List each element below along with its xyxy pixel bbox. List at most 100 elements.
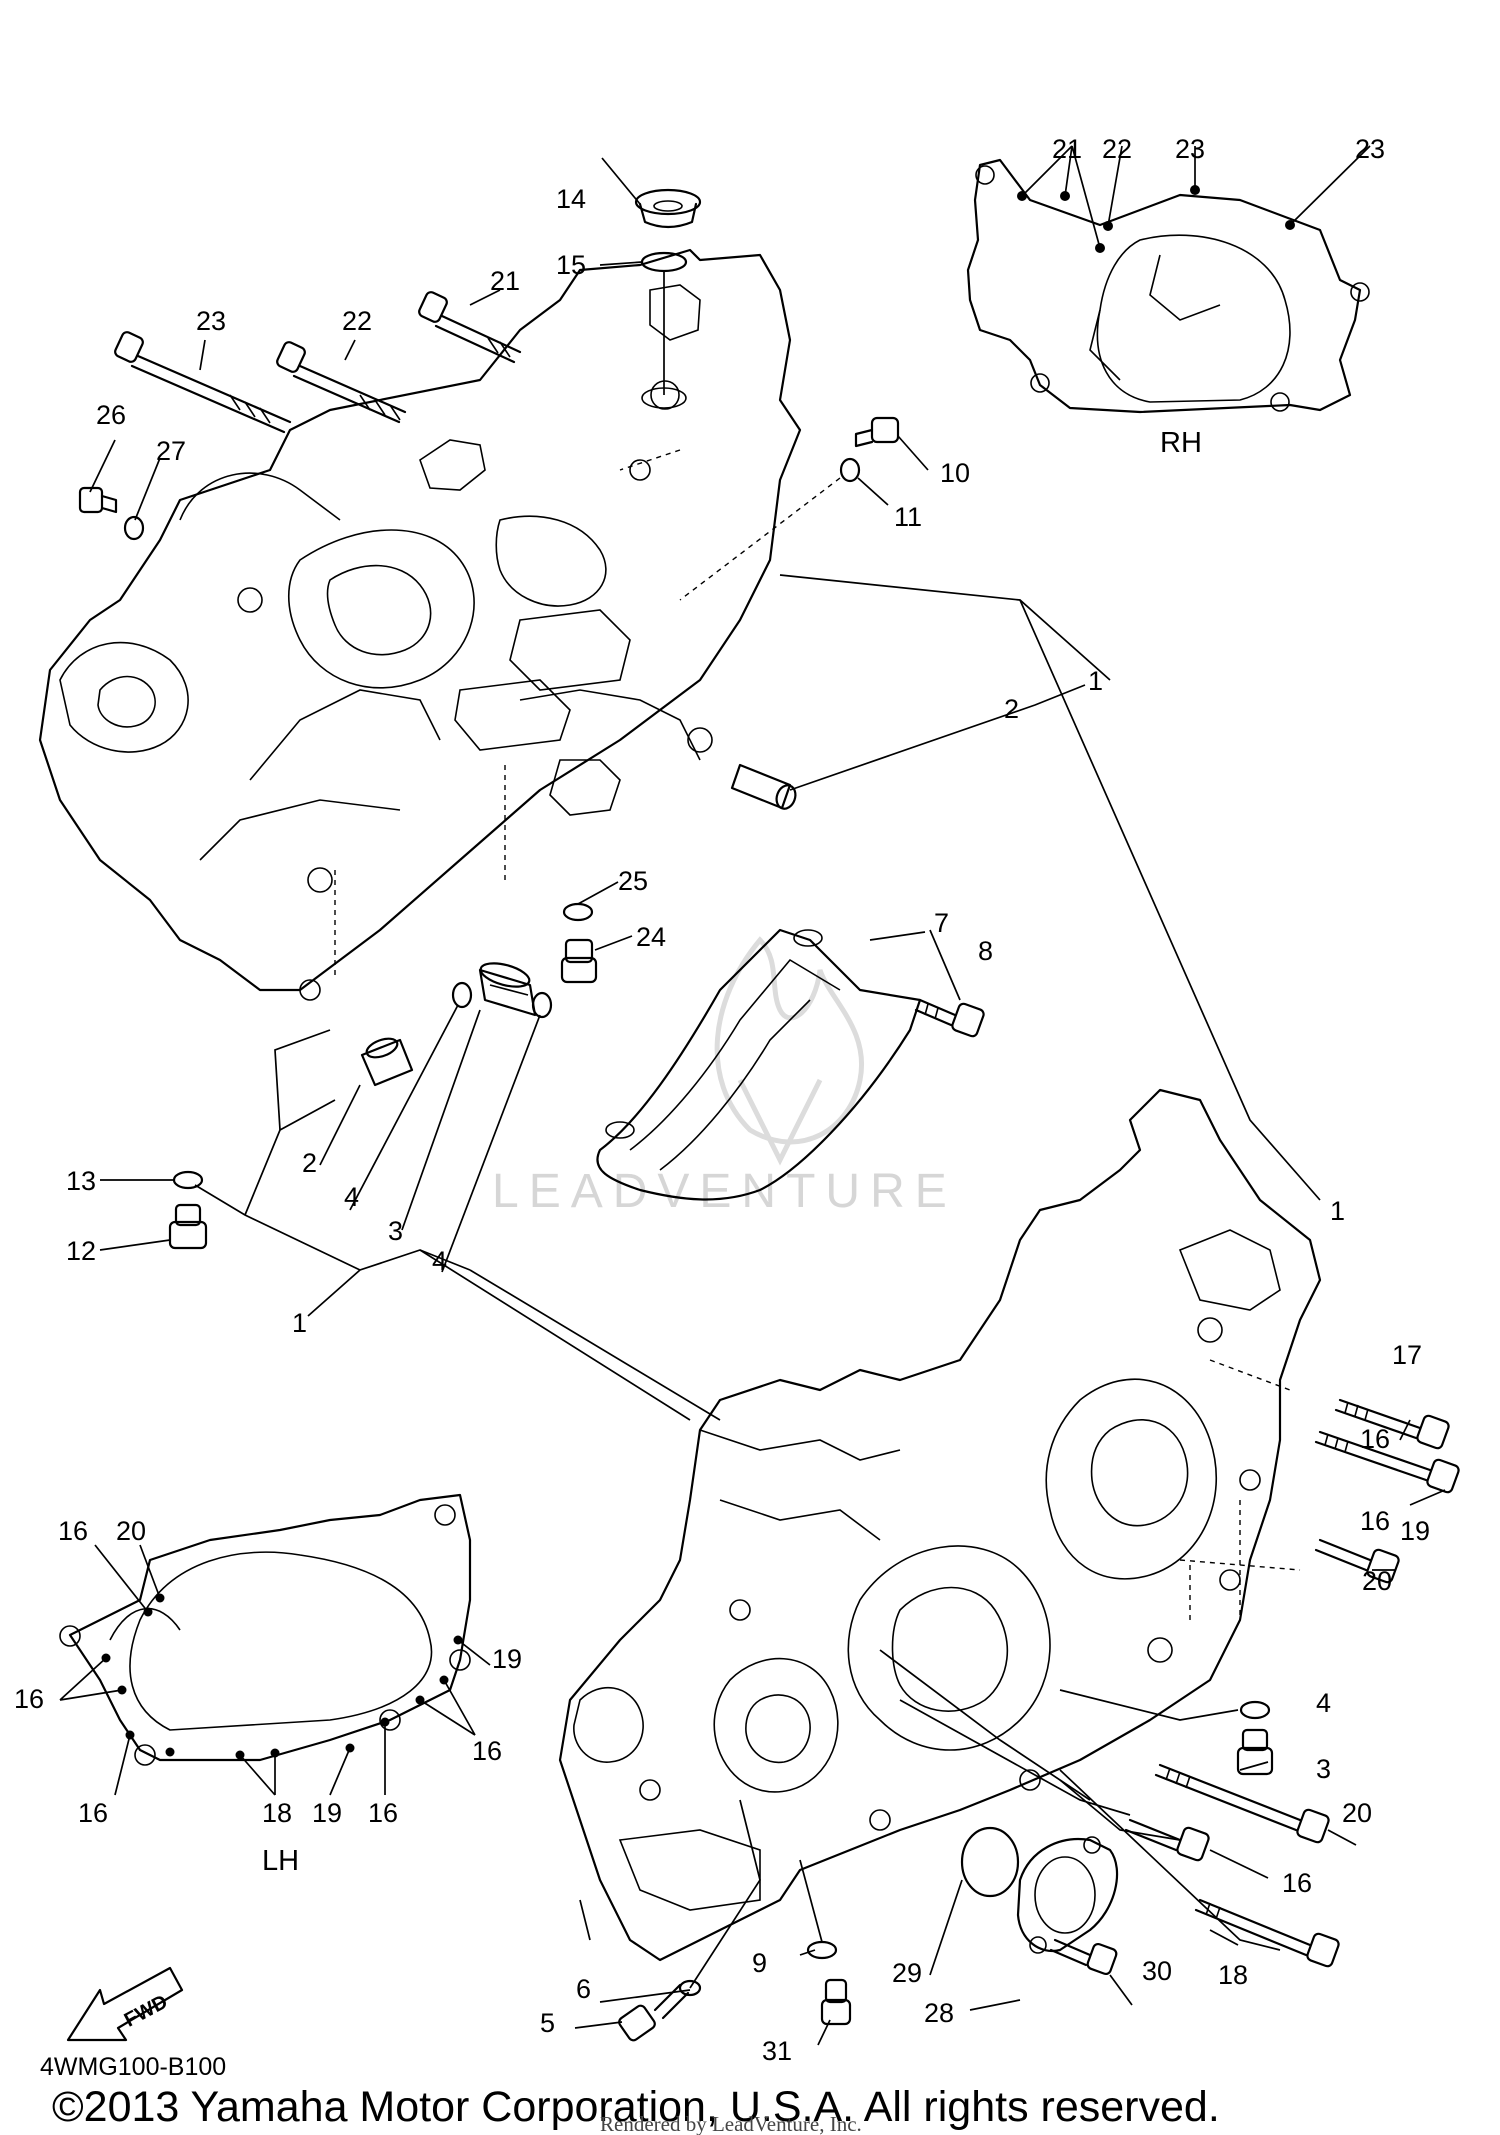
drain-plug-14-icon [634,188,702,229]
callout-23-top: 23 [196,306,226,336]
callout-9: 9 [752,1948,767,1978]
dowel-pin-2-icon [730,763,797,810]
watermark-text: LEADVENTURE [492,1165,957,1218]
callout-rh-22: 22 [1102,134,1132,164]
callout-20-right: 20 [1342,1798,1372,1828]
callout-6: 6 [576,1974,591,2004]
o-ring-29-icon [960,1826,1020,1898]
rh-label: RH [1160,427,1202,459]
lh-label: LH [262,1845,299,1877]
callout-lh-19a: 19 [492,1644,522,1674]
callout-2-top: 2 [1004,694,1019,724]
callout-18-right: 18 [1218,1960,1248,1990]
callout-10: 10 [940,458,970,488]
callout-30: 30 [1142,1956,1172,1986]
bolt-12-icon [168,1203,208,1250]
callout-1-left: 1 [292,1308,307,1338]
callout-lh-16b: 16 [14,1684,44,1714]
callout-1-top: 1 [1088,666,1103,696]
bolt-16b-icon [1124,1818,1210,1862]
callout-15: 15 [556,250,586,280]
pipe-3-icon [478,962,537,1017]
washer-4-right-icon [1239,1700,1271,1720]
callout-2-left: 2 [302,1148,317,1178]
diagram-code: 4WMG100-B100 [40,2053,226,2081]
bolt-31-icon [820,1978,852,2026]
strainer-cover-7-icon [596,928,922,1201]
callout-19-right: 19 [1400,1516,1430,1546]
callout-22-top: 22 [342,306,372,336]
callout-lh-20: 20 [116,1516,146,1546]
bolt-3-icon [1236,1728,1274,1776]
left-crankcase [38,248,802,1001]
callout-lh-16e: 16 [368,1798,398,1828]
bolt-16a-icon [1314,1538,1400,1584]
callout-16-right-b: 16 [1360,1506,1390,1536]
callout-16-lower: 16 [1282,1868,1312,1898]
callout-27: 27 [156,436,186,466]
washer-6-icon [678,1979,702,1997]
callout-13: 13 [66,1166,96,1196]
fwd-arrow-icon: FWD [66,1966,184,2042]
callout-12: 12 [66,1236,96,1266]
washer-13-icon [172,1170,204,1190]
callout-17: 17 [1392,1340,1422,1370]
callout-lh-16c: 16 [472,1736,502,1766]
bolt-17-icon [1334,1398,1450,1450]
o-ring-4a-icon [451,981,473,1009]
washer-9-icon [806,1940,838,1960]
washer-27-icon [123,515,145,541]
callout-4-left-a: 4 [344,1182,359,1212]
dowel-pin-2-left-icon [360,1037,414,1087]
callout-3-left: 3 [388,1216,403,1246]
callout-21-top: 21 [490,266,520,296]
callout-28: 28 [924,1998,954,2028]
callout-7: 7 [934,908,949,938]
callout-4-left-b: 4 [432,1246,447,1276]
callout-4-right: 4 [1316,1688,1331,1718]
callout-26: 26 [96,400,126,430]
bolt-24-icon [560,938,598,984]
watermark-flame-icon [714,936,865,1166]
cover-28-icon [1016,1836,1119,1954]
callout-lh-16a: 16 [58,1516,88,1546]
callout-29: 29 [892,1958,922,1988]
washer-11-icon [839,457,861,483]
callout-24: 24 [636,922,666,952]
callout-31: 31 [762,2036,792,2066]
bolt-10-icon [854,416,900,448]
bolt-26-icon [78,486,118,514]
copyright: ©2013 Yamaha Motor Corporation, U.S.A. A… [52,2083,1220,2131]
bolt-19-icon [1314,1430,1460,1494]
callout-lh-16d: 16 [78,1798,108,1828]
rendered-by: Rendered by LeadVenture, Inc. [600,2112,862,2135]
bolt-20-icon [1154,1763,1330,1844]
callout-16-right: 16 [1360,1424,1390,1454]
bolt-21-icon [418,291,522,364]
callout-24-suffix: 20 [1362,1566,1392,1596]
bolt-23-icon [114,331,292,434]
leader-lines [89,157,1446,2046]
callout-rh-23b: 23 [1355,134,1385,164]
fwd-label: FWD [121,1991,172,2032]
bolt-5-icon [618,1983,690,2042]
lh-bolt-dots [101,1593,463,1760]
callout-25: 25 [618,866,648,896]
bolt-30-icon [1049,1938,1118,1976]
callout-lh-19b: 19 [312,1798,342,1828]
callout-lh-18: 18 [262,1798,292,1828]
callout-14: 14 [556,184,586,214]
lh-inset-view: 16 20 16 19 16 16 18 19 16 LH [14,1493,522,1877]
callout-1-mid: 1 [1330,1196,1345,1226]
fasteners [78,188,1460,2042]
callout-11: 11 [894,502,922,532]
callout-3-right: 3 [1316,1754,1331,1784]
washer-25-icon [562,902,594,922]
callout-rh-21: 21 [1052,134,1082,164]
bolt-22-icon [276,341,407,424]
callout-rh-23a: 23 [1175,134,1205,164]
watermark: LEADVENTURE [492,936,957,1218]
callout-numbers: 1 2 2 3 4 4 1 5 6 7 8 9 10 11 12 13 14 1… [66,184,1430,2066]
bolt-8-icon [914,998,985,1038]
